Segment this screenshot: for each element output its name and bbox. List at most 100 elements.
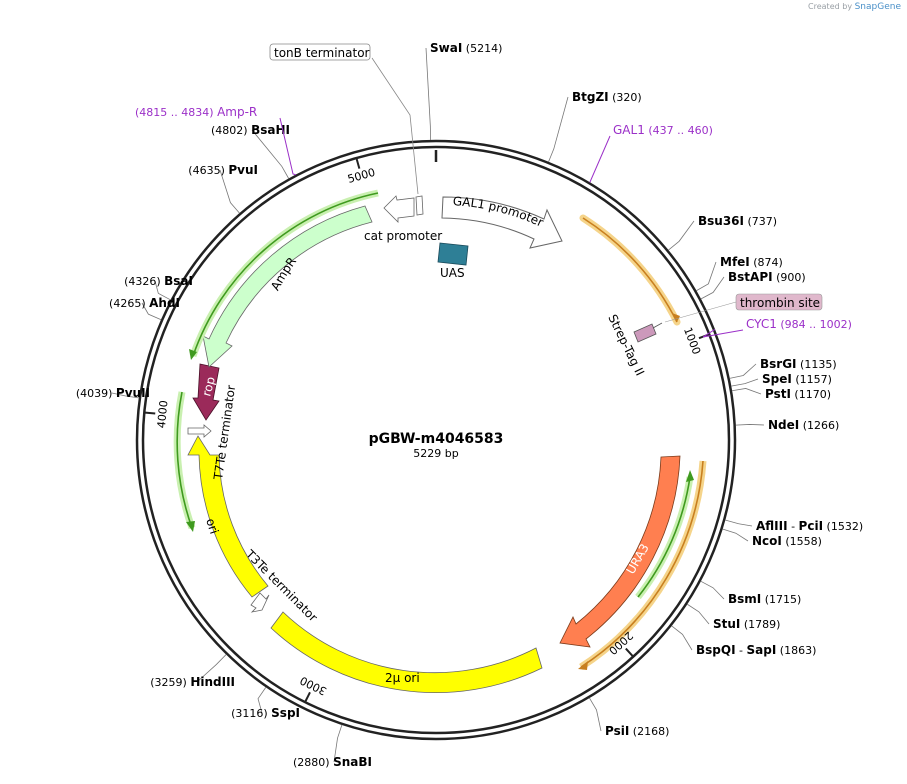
ura3-arrow[interactable]	[559, 455, 681, 648]
2u-ori-bar[interactable]	[270, 611, 543, 693]
restriction-site[interactable]: (3259) HindIII	[150, 675, 235, 689]
strep-tag-connector	[652, 322, 663, 329]
misc-feature-leader	[702, 328, 744, 338]
tick-label: 5000	[346, 166, 376, 186]
misc-feature[interactable]: GAL1 (437 .. 460)	[613, 123, 713, 137]
site-leader	[671, 625, 693, 651]
restriction-site[interactable]: (4635) PvuI	[188, 163, 258, 177]
site-name: BtgZI	[572, 90, 609, 104]
tick-mark	[304, 691, 311, 702]
t7te-terminator-arrow[interactable]	[187, 424, 212, 438]
site-leader	[700, 580, 725, 600]
restriction-site[interactable]: BtgZI (320)	[572, 90, 642, 104]
site-leader	[425, 47, 431, 141]
restriction-site[interactable]: PsiI (2168)	[605, 724, 669, 738]
restriction-site[interactable]: NdeI (1266)	[768, 418, 839, 432]
restriction-site[interactable]: SwaI (5214)	[430, 41, 502, 55]
ori-arrow[interactable]	[187, 435, 269, 598]
primer-orange-2-head	[578, 661, 588, 670]
restriction-site[interactable]: NcoI (1558)	[752, 534, 822, 548]
rop-label: rop	[199, 375, 218, 398]
strep-tag-ii-label: Strep-Tag II	[605, 312, 647, 378]
site-name: PvuI	[228, 163, 258, 177]
restriction-site[interactable]: PstI (1170)	[765, 387, 831, 401]
misc-feature[interactable]: (4815 .. 4834) Amp-R	[135, 105, 257, 119]
site-position: (1170)	[791, 388, 831, 401]
thrombin-site-leader	[664, 301, 737, 323]
site-name-2: PciI	[799, 519, 824, 533]
site-leader	[219, 169, 240, 214]
gal1-promoter-arrow[interactable]	[441, 196, 563, 249]
site-leader	[111, 392, 140, 399]
misc-feature-position: (984 .. 1002)	[777, 318, 852, 331]
tonb-terminator-box[interactable]	[269, 43, 371, 61]
restriction-site[interactable]: BspQI - SapI (1863)	[696, 643, 816, 657]
strep-tag-ii-mark[interactable]	[633, 323, 657, 343]
site-name: BspQI	[696, 643, 736, 657]
site-position: (4265)	[109, 297, 149, 310]
site-name: BstAPI	[728, 270, 773, 284]
restriction-site[interactable]: AflIII - PciI (1532)	[756, 519, 863, 533]
site-leader	[588, 697, 602, 732]
site-leader	[696, 261, 717, 292]
site-position: (1135)	[797, 358, 837, 371]
restriction-site[interactable]: BsmI (1715)	[728, 592, 801, 606]
site-position: (737)	[744, 215, 777, 228]
site-position: (2168)	[629, 725, 669, 738]
restriction-site[interactable]: (3116) SspI	[231, 706, 300, 720]
site-name: PsiI	[605, 724, 629, 738]
restriction-site[interactable]: (4039) PvuII	[76, 386, 150, 400]
site-position: (1558)	[782, 535, 822, 548]
uas-mark[interactable]	[437, 242, 469, 266]
site-position: (4802)	[211, 124, 251, 137]
site-position: (1715)	[761, 593, 801, 606]
site-name-2: SapI	[747, 643, 777, 657]
primer-orange-2[interactable]	[580, 460, 704, 668]
restriction-site[interactable]: MfeI (874)	[720, 255, 783, 269]
site-position: (1266)	[799, 419, 839, 432]
site-leader	[735, 424, 765, 426]
site-separator: -	[788, 520, 799, 533]
plasmid-length: 5229 bp	[413, 447, 458, 460]
primer-green-2-head	[186, 521, 195, 532]
backbone-inner	[141, 145, 731, 735]
restriction-site[interactable]: BsrGI (1135)	[760, 357, 837, 371]
primer-green-2[interactable]	[176, 391, 193, 529]
tick-label: 3000	[298, 674, 329, 698]
restriction-site[interactable]: (2880) SnaBI	[293, 755, 372, 769]
cat-promoter-label: cat promoter	[364, 229, 442, 243]
site-position: (1157)	[792, 373, 832, 386]
site-name: BsrGI	[760, 357, 797, 371]
rop-arrow[interactable]	[192, 363, 220, 421]
site-position: (3116)	[231, 707, 271, 720]
misc-feature[interactable]: CYC1 (984 .. 1002)	[746, 317, 852, 331]
restriction-site[interactable]: BstAPI (900)	[728, 270, 806, 284]
site-name: SwaI	[430, 41, 462, 55]
site-position: (4635)	[188, 164, 228, 177]
misc-feature-name: CYC1	[746, 317, 777, 331]
primer-green-1[interactable]	[637, 476, 691, 598]
restriction-site[interactable]: (4802) BsaHI	[211, 123, 290, 137]
site-position: (3259)	[150, 676, 190, 689]
tonb-terminator-leader	[371, 57, 419, 195]
restriction-site[interactable]: StuI (1789)	[713, 617, 780, 631]
restriction-site[interactable]: (4265) AhdI	[109, 296, 180, 310]
primer-green-3-head	[189, 349, 197, 360]
site-leader	[725, 519, 753, 527]
tonb-terminator-mark[interactable]	[415, 195, 424, 216]
site-leader	[722, 528, 749, 542]
ampr-arrow[interactable]	[202, 205, 373, 368]
restriction-site[interactable]: (4326) BsaI	[124, 274, 193, 288]
tick-label: 1000	[681, 326, 703, 357]
restriction-site[interactable]: SpeI (1157)	[762, 372, 832, 386]
site-name: MfeI	[720, 255, 750, 269]
primer-green-3[interactable]	[192, 192, 379, 357]
site-position: (900)	[773, 271, 806, 284]
primer-orange-1[interactable]	[582, 217, 678, 323]
ori-label: ori	[203, 517, 221, 536]
misc-feature-leader	[279, 117, 296, 176]
cat-promoter-arrow[interactable]	[383, 195, 415, 223]
site-leader	[333, 724, 343, 763]
restriction-site[interactable]: Bsu36I (737)	[698, 214, 777, 228]
t3te-terminator-arrow[interactable]	[250, 592, 270, 613]
